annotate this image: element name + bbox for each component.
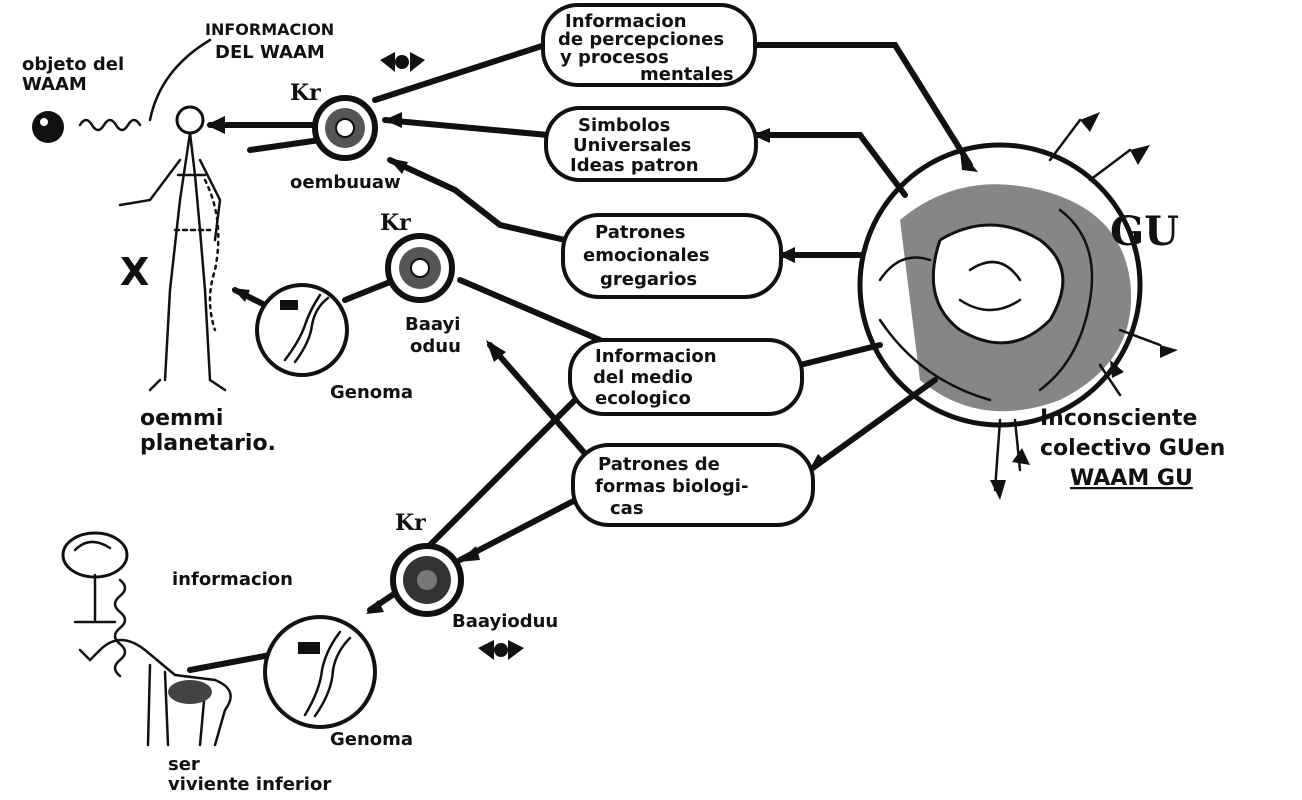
inconsciente-line3: WAAM GU [1070,466,1193,491]
bowtie-icon-bottom [478,640,524,660]
baayioduu-bottom-label: Baayioduu [452,611,558,632]
box-biologicas-line2: formas biologi- [595,476,748,497]
box-biologicas-line1: Patrones de [598,454,720,475]
baayioduu-top-line2: oduu [410,336,461,357]
viviente-label: viviente inferior [168,774,331,795]
box-emocionales-line3: gregarios [600,269,697,290]
bowtie-icon-top [380,52,425,72]
objeto-label-line2: WAAM [22,74,87,95]
box-simbolos-line3: Ideas patron [570,155,699,176]
box-simbolos-line1: Simbolos [578,115,670,136]
box-medio-line2: del medio [593,367,693,388]
kr-node-bottom [393,546,461,614]
info-waam-line2: DEL WAAM [215,42,325,63]
box-emocionales-line1: Patrones [595,222,685,243]
kr-label-top: Kr [290,80,321,106]
box-formas-biologicas: Patrones de formas biologi- cas [573,445,813,525]
baayioduu-top-line1: Baayi [405,314,460,335]
genoma-label-top: Genoma [330,382,413,403]
box-simbolos: Simbolos Universales Ideas patron [546,108,756,180]
planetario-label: planetario. [140,431,276,456]
ser-label: ser [168,754,200,775]
box-emocionales-line2: emocionales [583,245,710,266]
box-biologicas-line3: cas [610,498,644,519]
inconsciente-line1: Inconsciente [1040,406,1197,431]
objeto-label-line1: objeto del [22,54,124,75]
box-emocionales: Patrones emocionales gregarios [563,215,781,297]
oembuuaw-label: oembuuaw [290,172,401,193]
box-medio-line1: Informacion [595,346,717,367]
box-medio-ecologico: Informacion del medio ecologico [570,340,802,414]
animal-icon [80,640,231,745]
informacion-label: informacion [172,569,293,590]
genoma-circle-top [257,285,347,375]
oemmi-label: oemmi [140,406,223,431]
genoma-circle-bottom [265,617,375,727]
gu-label: GU [1110,208,1179,255]
box-percepciones-line4: mentales [640,64,734,85]
kr-node-middle [388,236,452,300]
x-mark: X [120,250,149,294]
box-simbolos-line2: Universales [573,135,691,156]
genoma-label-bottom: Genoma [330,729,413,750]
kr-label-middle: Kr [380,210,411,236]
box-percepciones: Informacion de percepciones y procesos m… [543,5,755,85]
box-medio-line3: ecologico [595,388,691,409]
info-waam-line1: INFORMACION [205,20,334,39]
human-figure-icon [120,107,225,390]
inconsciente-line2: colectivo GUen [1040,436,1225,461]
kr-node-top [315,98,375,158]
object-sphere-icon [32,111,64,143]
kr-label-bottom: Kr [395,510,426,536]
